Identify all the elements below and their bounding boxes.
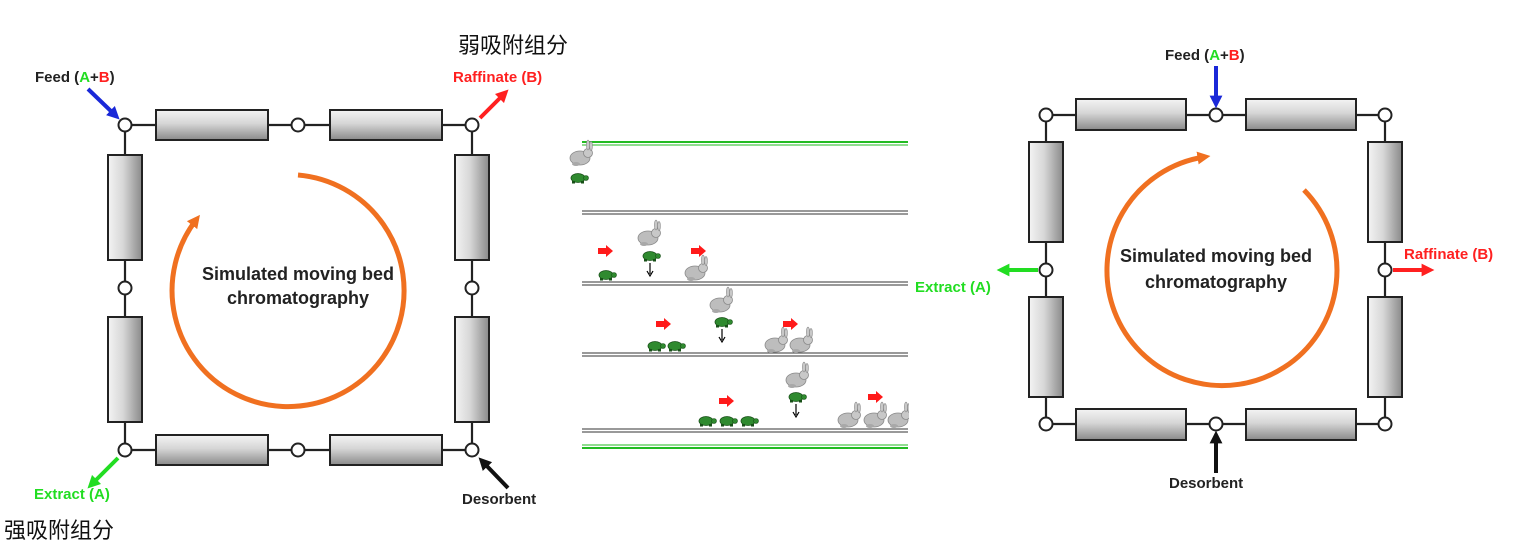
left-node (290, 442, 306, 458)
right-column-right-2 (1367, 296, 1403, 398)
right-node (1377, 107, 1393, 123)
left-column-right-2 (454, 316, 490, 423)
rabbit-icon (764, 326, 788, 354)
rabbit-icon (789, 326, 813, 354)
down-arrow-icon (718, 328, 726, 343)
left-feed-arrow (86, 87, 120, 120)
rabbit-icon (684, 254, 708, 282)
left-column-left-2 (107, 316, 143, 423)
right-column-right-1 (1367, 141, 1403, 243)
right-node (1038, 416, 1054, 432)
left-desorbent-label: Desorbent (462, 491, 536, 508)
right-node (1208, 107, 1224, 123)
right-column-top-1 (1075, 98, 1187, 131)
turtle-icon (698, 416, 717, 427)
left-node (464, 117, 480, 133)
left-desorbent-arrow (478, 457, 510, 490)
right-smb-diagram: Feed (A+B) Raffinate (B) Extract (A) Des… (915, 47, 1493, 492)
right-node (1038, 107, 1054, 123)
right-feed-label: Feed (A+B) (1165, 47, 1245, 64)
rabbit-icon (709, 286, 733, 314)
middle-animation-panel (569, 139, 929, 452)
left-raffinate-arrow (478, 89, 509, 120)
right-column-left-1 (1028, 141, 1064, 243)
left-center-title-line1: Simulated moving bed (202, 264, 394, 284)
left-center-title-line2: chromatography (227, 288, 369, 308)
turtle-icon (598, 270, 617, 281)
left-column-bottom-2 (329, 434, 443, 466)
turtle-icon (719, 416, 738, 427)
turtle-icon (570, 173, 589, 184)
left-node (464, 280, 480, 296)
left-node (117, 280, 133, 296)
turtle-icon (667, 341, 686, 352)
down-arrow-icon (646, 262, 654, 277)
right-desorbent-label: Desorbent (1169, 475, 1243, 492)
right-rotation-arrow (1104, 151, 1340, 389)
left-node (290, 117, 306, 133)
red-right-arrow-icon (656, 318, 671, 330)
left-raffinate-label: Raffinate (B) (453, 69, 542, 86)
turtle-icon (647, 341, 666, 352)
rabbit-icon (637, 219, 661, 247)
rabbit-icon (569, 139, 593, 167)
left-node (464, 442, 480, 458)
turtle-icon (642, 251, 661, 262)
red-right-arrow-icon (719, 395, 734, 407)
rabbit-icon (837, 401, 861, 429)
right-column-bottom-1 (1075, 408, 1187, 441)
right-column-top-2 (1245, 98, 1357, 131)
right-extract-label: Extract (A) (915, 279, 991, 296)
turtle-icon (788, 392, 807, 403)
red-right-arrow-icon (868, 391, 883, 403)
right-raffinate-label: Raffinate (B) (1404, 246, 1493, 263)
turtle-icon (714, 317, 733, 328)
left-column-top-1 (155, 109, 269, 141)
left-node (117, 117, 133, 133)
rabbit-icon (863, 401, 887, 429)
left-extract-arrow (87, 456, 120, 489)
right-node (1377, 416, 1393, 432)
right-node (1208, 416, 1224, 432)
right-column-bottom-2 (1245, 408, 1357, 441)
weak-adsorption-note: 弱吸附组分 (458, 34, 568, 59)
rabbit-icon (887, 401, 911, 429)
right-center-title-line2: chromatography (1145, 272, 1287, 292)
down-arrow-icon (792, 403, 800, 418)
right-center-title-line1: Simulated moving bed (1120, 246, 1312, 266)
left-column-left-1 (107, 154, 143, 261)
turtle-icon (740, 416, 759, 427)
left-column-top-2 (329, 109, 443, 141)
left-smb-diagram: Feed (A+B) Raffinate (B) Extract (A) Des… (4, 34, 568, 544)
left-node (117, 442, 133, 458)
left-feed-label: Feed (A+B) (35, 69, 115, 86)
left-extract-label: Extract (A) (34, 486, 110, 503)
rabbit-icon (785, 361, 809, 389)
right-node (1377, 262, 1393, 278)
red-right-arrow-icon (783, 318, 798, 330)
strong-adsorption-note: 强吸附组分 (4, 519, 114, 544)
right-node (1038, 262, 1054, 278)
left-column-right-1 (454, 154, 490, 261)
left-rotation-arrow (169, 172, 407, 410)
red-right-arrow-icon (598, 245, 613, 257)
right-column-left-2 (1028, 296, 1064, 398)
left-column-bottom-1 (155, 434, 269, 466)
